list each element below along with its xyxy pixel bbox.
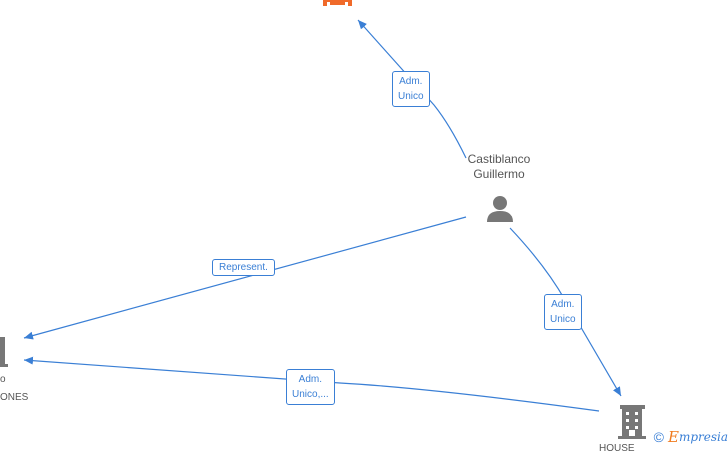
house-company-label: HOUSE [599, 443, 635, 454]
edge-house-to-left-company [23, 356, 600, 412]
house-company-building-icon[interactable] [618, 405, 646, 439]
brand-name: mpresia [678, 430, 728, 444]
brand-initial: E [667, 428, 679, 446]
edge-label-line1: Adm. [551, 299, 575, 310]
edge-person-to-left-company [23, 216, 467, 340]
copyright-symbol: © [653, 429, 664, 445]
left-company-building-icon[interactable] [0, 337, 8, 367]
edge-label-line1: Adm. [399, 76, 423, 87]
edge-label-line1: Adm. [298, 374, 323, 385]
edge-label-adm-unico-top[interactable]: Adm. Unico [392, 71, 430, 107]
left-company-label-line2: ONES [0, 392, 29, 403]
edge-label-line2: Unico [550, 314, 576, 325]
person-name-line1: Castiblanco [467, 152, 531, 166]
edge-person-to-top-company [357, 19, 467, 159]
empresia-watermark: © E mpresia [654, 426, 728, 448]
left-company-label-line1: o [0, 374, 6, 385]
edge-label-represent[interactable]: Represent. [212, 259, 275, 276]
edge-label-adm-unico-etc[interactable]: Adm. Unico,... [286, 369, 335, 405]
edge-label-line2: Unico [398, 91, 424, 102]
edge-label-adm-unico-house[interactable]: Adm. Unico [544, 294, 582, 330]
person-node-label[interactable]: Castiblanco Guillermo [454, 152, 544, 182]
person-name-line2: Guillermo [473, 167, 525, 181]
top-company-building-icon[interactable] [323, 0, 352, 6]
edge-label-line2: Unico,... [292, 389, 329, 400]
person-icon[interactable] [485, 194, 515, 222]
